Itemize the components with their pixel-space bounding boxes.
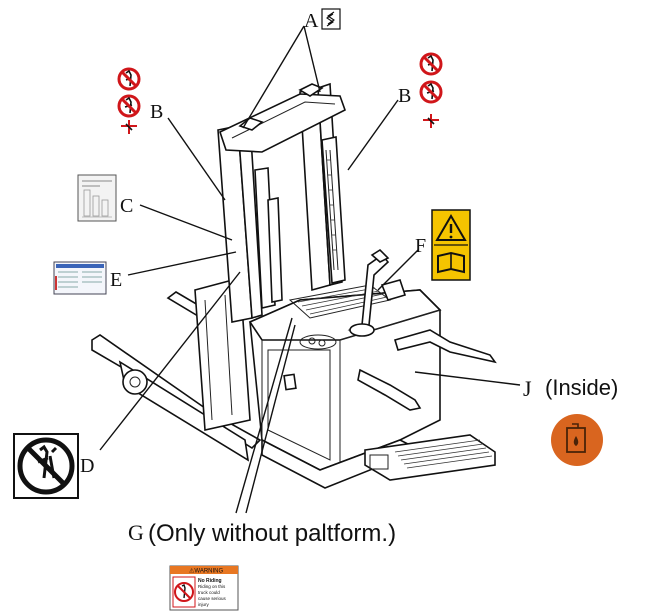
hook-lifting-icon [321,8,341,30]
no-standing-under-fork-icon-left [117,67,141,134]
label-g: G [128,520,144,545]
nameplate-decal [53,261,107,295]
label-j-note: (Inside) [545,375,618,400]
warning-read-manual-icon [431,209,471,281]
mast-chain [325,149,339,271]
leader-lines [99,25,521,514]
decal-line-4: injury [198,602,210,607]
operator-platform [364,434,496,481]
label-g-note: (Only without paltform.) [148,520,396,547]
decal-line-3: cause serious [198,596,227,601]
decal-line-2: truck could [198,590,220,595]
decal-header: ⚠WARNING [189,568,223,575]
label-c: C [120,195,133,217]
label-b-right: B [398,85,411,107]
side-handle-left [357,368,422,411]
capacity-chart-decal [77,174,117,222]
decal-line-1: Riding on this [198,584,226,589]
label-f: F [415,235,426,257]
load-wheel [122,369,148,395]
label-a: A [304,10,319,32]
no-standing-under-fork-icon-right [419,52,443,128]
no-riding-warning-decal: ⚠WARNING No Riding Riding on this truck … [169,565,239,611]
truck-drawing [91,82,497,489]
fuel-fill-icon [551,414,603,466]
side-handle-right [394,329,497,364]
label-j: J [523,376,532,401]
no-riding-on-fork-icon [13,433,79,499]
label-e: E [110,269,122,291]
label-d: D [80,455,94,477]
mast-top-beam [219,93,346,153]
label-b-left: B [150,101,163,123]
decal-title: No Riding [198,578,222,584]
